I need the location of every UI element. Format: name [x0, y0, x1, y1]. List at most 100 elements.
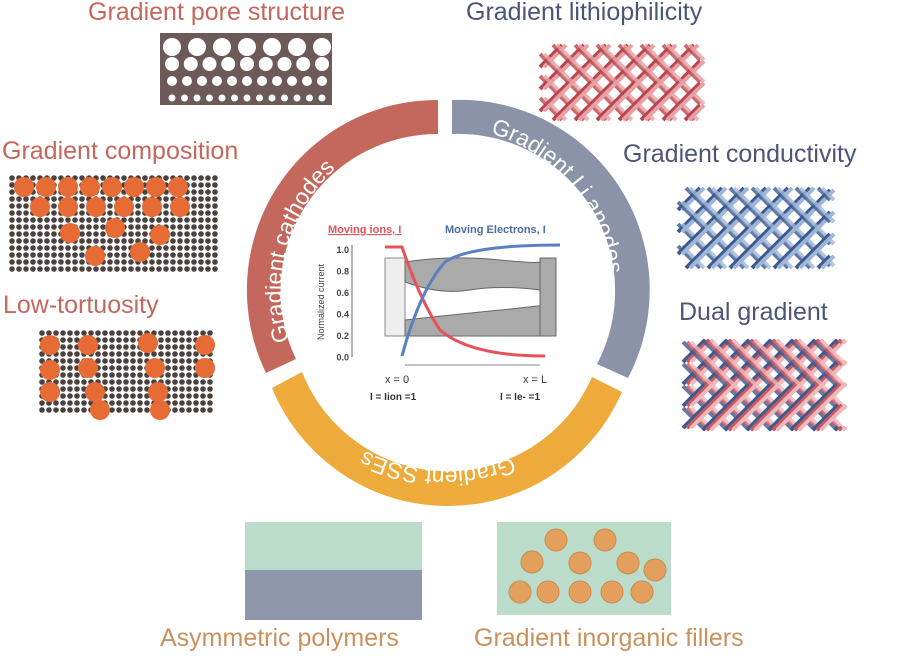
composition-image [9, 175, 218, 272]
particle [172, 351, 178, 357]
particle [200, 393, 206, 399]
particle [163, 252, 169, 258]
particle [135, 196, 141, 202]
particle [79, 196, 85, 202]
particle [135, 231, 141, 237]
particle [114, 238, 120, 244]
pore [317, 76, 327, 86]
mesh-strut [665, 43, 706, 84]
particle [58, 252, 64, 258]
particle [193, 330, 199, 336]
mesh-strut [676, 186, 746, 256]
particle [37, 217, 43, 223]
active-particle [14, 177, 34, 197]
particle [172, 386, 178, 392]
particle [74, 330, 80, 336]
particle [9, 203, 15, 209]
particle [114, 266, 120, 272]
particle [205, 210, 211, 216]
particle [144, 407, 150, 413]
particle [109, 337, 115, 343]
particle [16, 259, 22, 265]
particle [72, 217, 78, 223]
particle [207, 386, 213, 392]
particle [184, 224, 190, 230]
mesh-strut [723, 338, 817, 432]
pore [165, 57, 179, 71]
particle [207, 393, 213, 399]
particle [65, 266, 71, 272]
particle [30, 266, 36, 272]
particle [137, 372, 143, 378]
particle [65, 245, 71, 251]
particle [179, 400, 185, 406]
particle [137, 330, 143, 336]
particle [51, 224, 57, 230]
mesh-strut [687, 103, 706, 122]
active-particle [102, 177, 122, 197]
particle [123, 407, 129, 413]
particle [67, 400, 73, 406]
label-composition: Gradient composition [2, 137, 239, 165]
particle [191, 217, 197, 223]
mesh-strut [687, 43, 706, 62]
pore [242, 76, 252, 86]
particle [212, 231, 218, 237]
particle [79, 266, 85, 272]
particle [165, 358, 171, 364]
active-particle [78, 335, 98, 355]
particle [158, 337, 164, 343]
particle [39, 379, 45, 385]
particle [16, 196, 22, 202]
particle [30, 224, 36, 230]
active-particle [170, 197, 190, 217]
particle [74, 379, 80, 385]
filler-particle [630, 580, 654, 604]
pore [318, 94, 326, 102]
particle [137, 358, 143, 364]
active-particle [40, 335, 60, 355]
particle [109, 400, 115, 406]
conductivity-mesh-image [676, 186, 836, 270]
particle [44, 266, 50, 272]
particle [39, 351, 45, 357]
particle [179, 365, 185, 371]
mesh-strut [815, 338, 844, 367]
particle [107, 238, 113, 244]
particle [51, 231, 57, 237]
particle [23, 210, 29, 216]
particle [60, 393, 66, 399]
particle [60, 372, 66, 378]
particle [60, 337, 66, 343]
particle [170, 231, 176, 237]
particle [44, 224, 50, 230]
mesh-strut [684, 186, 768, 270]
mesh-strut [680, 186, 750, 256]
particle [100, 224, 106, 230]
active-particle [195, 335, 215, 355]
mesh-strut [776, 186, 836, 246]
pore [168, 94, 176, 102]
mesh-strut [745, 338, 839, 432]
particle [123, 379, 129, 385]
particle [109, 386, 115, 392]
particle [163, 245, 169, 251]
particle [51, 196, 57, 202]
particle [205, 231, 211, 237]
particle [186, 393, 192, 399]
particle [205, 196, 211, 202]
mesh-strut [841, 338, 848, 345]
particle [79, 259, 85, 265]
particle [212, 203, 218, 209]
particle [30, 217, 36, 223]
pore [288, 38, 306, 56]
mesh-strut [815, 403, 844, 432]
filler-particle [536, 580, 560, 604]
particle [165, 372, 171, 378]
filler-particle [568, 580, 592, 604]
filler-particle [593, 528, 617, 552]
particle [179, 372, 185, 378]
particle [205, 245, 211, 251]
pore [263, 38, 281, 56]
particle [51, 210, 57, 216]
